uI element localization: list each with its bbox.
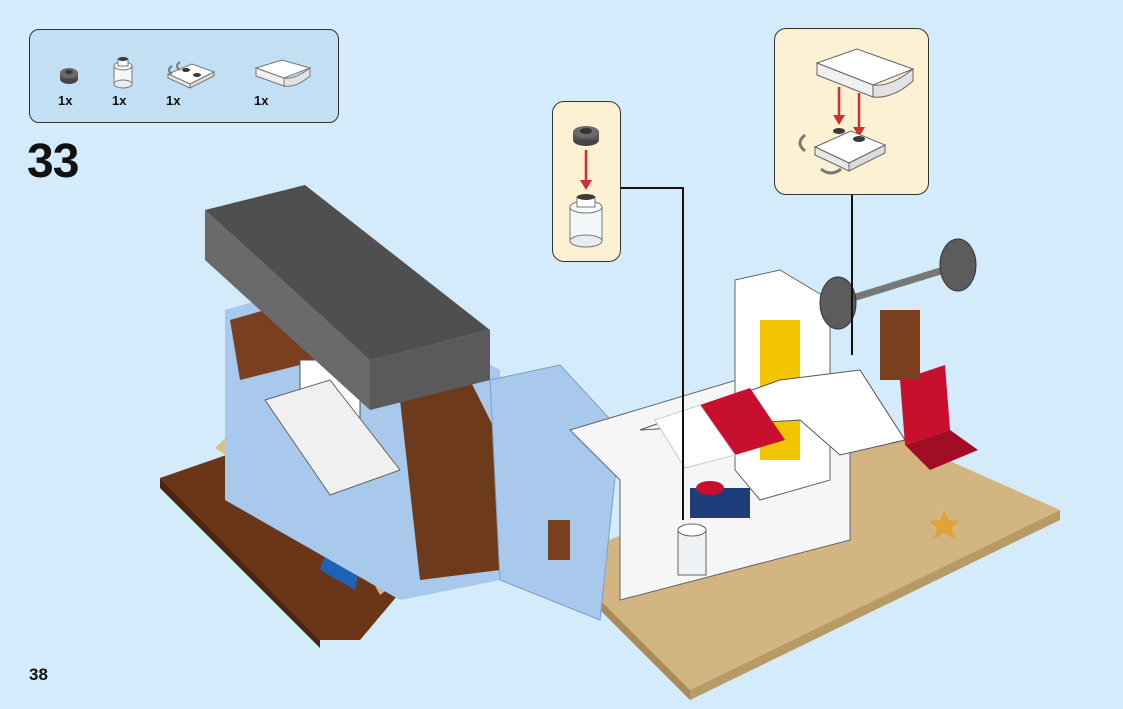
down-arrow-icon xyxy=(580,150,592,190)
curved-slope-on-clip-plate-callout xyxy=(774,28,929,195)
axle-assembly xyxy=(820,239,976,380)
page-number: 38 xyxy=(29,665,48,685)
dark-gray-round-plate-icon xyxy=(573,126,599,146)
placed-round-brick xyxy=(678,524,706,575)
round-plate-on-round-brick-callout xyxy=(552,101,621,262)
trans-clear-round-brick-icon xyxy=(570,194,602,247)
middle-blue-wall xyxy=(490,365,620,620)
white-curved-slope-icon xyxy=(817,49,913,97)
white-plate-with-clip-icon xyxy=(800,128,885,173)
